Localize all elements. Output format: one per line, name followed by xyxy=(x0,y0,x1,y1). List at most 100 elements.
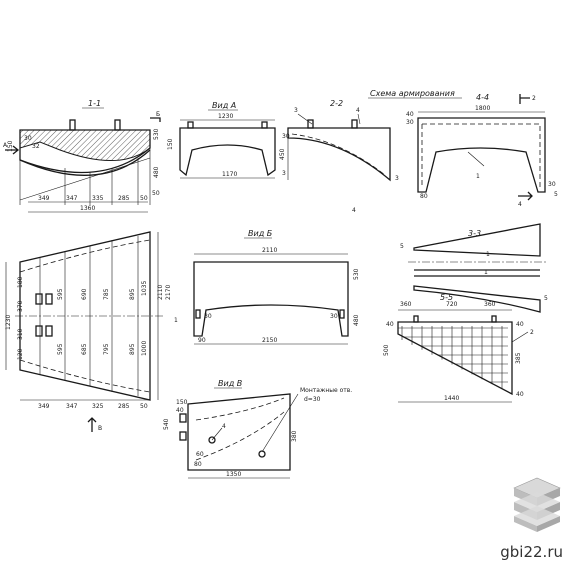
plan-dim-685: 685 xyxy=(81,343,88,355)
site-logo xyxy=(513,477,561,532)
section-2-2: 2-2 3 4 3 3 4 xyxy=(282,99,399,214)
scheme-title: Схема армирования xyxy=(370,89,455,98)
site-watermark: gbi22.ru xyxy=(500,543,563,561)
plan-dim-349: 349 xyxy=(38,403,50,410)
view-b-dim-480: 480 xyxy=(353,314,360,326)
view-a-dim-bottom: 1170 xyxy=(222,171,237,178)
view-a-dim-right-30: 30 xyxy=(282,133,290,140)
plan-dim-50: 50 xyxy=(140,403,148,410)
plan-dim-285: 285 xyxy=(118,403,130,410)
plan-dim-595: 595 xyxy=(57,288,64,300)
plan-dim-895: 895 xyxy=(129,288,136,300)
arrow-a-label: А xyxy=(3,142,8,149)
s55-dim-left-40: 40 xyxy=(386,321,394,328)
s33-mark-5: 5 xyxy=(400,243,404,250)
s55-dim-720: 720 xyxy=(446,301,458,308)
section-3-3: 3-3 1 1 5 5 xyxy=(400,223,548,313)
s55-reinforcement-grid xyxy=(398,326,508,390)
s33-mark-1b: 1 xyxy=(484,269,488,276)
s44-mark-4: 4 xyxy=(518,201,522,208)
section-4-4: Схема армирования 4-4 2 1800 40 30 30 80… xyxy=(368,89,558,208)
s44-mark-2: 2 xyxy=(532,95,536,102)
s22-mark-3c: 3 xyxy=(395,175,399,182)
s55-dim-left-500: 500 xyxy=(383,344,390,356)
plan-dim-325: 325 xyxy=(92,403,104,410)
view-v-dim-bottom: 1350 xyxy=(226,471,241,478)
s11-dim-50b: 50 xyxy=(152,190,160,197)
s55-dim-bottom: 1440 xyxy=(444,395,459,402)
view-b-title: Вид Б xyxy=(248,229,273,238)
plan-dim-2110: 2110 xyxy=(157,285,164,300)
view-a-dim-top: 1230 xyxy=(218,113,233,120)
s11-dim-349: 349 xyxy=(38,195,50,202)
section-4-4-title: 4-4 xyxy=(476,93,489,102)
view-v-dim-80: 80 xyxy=(194,461,202,468)
plan-dim-895b: 895 xyxy=(129,343,136,355)
view-b: Вид Б 2110 2150 90 30 30 530 480 xyxy=(193,229,360,345)
mount-holes-diameter: d=30 xyxy=(304,396,321,403)
view-v: Вид В 4 1350 150 40 540 380 60 80 Монтаж… xyxy=(163,379,352,479)
plan-view: 595 690 785 895 1035 595 685 795 895 100… xyxy=(5,231,178,432)
view-v-dim-380: 380 xyxy=(291,430,298,442)
s44-mark-5: 5 xyxy=(554,191,558,198)
view-b-dim-bottom: 2150 xyxy=(262,337,277,344)
view-v-dim-40: 40 xyxy=(176,407,184,414)
plan-dim-left-370: 370 xyxy=(17,300,24,312)
plan-dim-785: 785 xyxy=(103,288,110,300)
plan-dim-595b: 595 xyxy=(57,343,64,355)
section-2-2-title: 2-2 xyxy=(330,99,343,108)
plan-dim-690: 690 xyxy=(81,288,88,300)
s11-dim-285: 285 xyxy=(118,195,130,202)
s11-dim-530: 530 xyxy=(153,128,160,140)
view-b-dim-530: 530 xyxy=(353,268,360,280)
section-3-3-title: 3-3 xyxy=(468,229,481,238)
s55-dim-360a: 360 xyxy=(400,301,412,308)
s44-dim-top: 1800 xyxy=(475,105,490,112)
s44-dim-left-40: 40 xyxy=(406,111,414,118)
s11-dim-347: 347 xyxy=(66,195,78,202)
s44-mark-1: 1 xyxy=(476,173,480,180)
s44-dim-left-30: 30 xyxy=(406,119,414,126)
plan-dim-left-total: 1230 xyxy=(5,315,12,330)
view-b-dim-30a: 30 xyxy=(204,313,212,320)
s55-dim-right-40b: 40 xyxy=(516,391,524,398)
s22-mark-4: 4 xyxy=(356,107,360,114)
arrow-b-label: Б xyxy=(156,111,160,118)
view-a: Вид А 1230 1170 150 30 450 xyxy=(167,101,290,179)
s11-dim-left-150: 150 xyxy=(7,140,14,152)
s22-mark-3: 3 xyxy=(294,107,298,114)
plan-dim-795: 795 xyxy=(103,343,110,355)
view-v-dim-540: 540 xyxy=(163,418,170,430)
view-b-dim-30b: 30 xyxy=(330,313,338,320)
s11-dim-total: 1360 xyxy=(80,205,95,212)
plan-dim-1035: 1035 xyxy=(141,281,148,296)
view-b-dim-top: 2110 xyxy=(262,247,277,254)
s55-dim-right-385: 385 xyxy=(515,352,522,364)
s11-dim-small-30: 30 xyxy=(24,135,32,142)
s22-mark-4b: 4 xyxy=(352,207,356,214)
view-a-dim-right-450: 450 xyxy=(279,148,286,160)
plan-dim-1000: 1000 xyxy=(141,341,148,356)
section-1-1-title: 1-1 xyxy=(88,99,101,108)
plan-dim-left-120: 120 xyxy=(17,348,24,360)
view-a-dim-left: 150 xyxy=(167,138,174,150)
view-v-title: Вид В xyxy=(218,379,242,388)
s11-dim-small-32: 32 xyxy=(32,143,40,150)
mount-holes-label: Монтажные отв. xyxy=(300,387,352,394)
s55-dim-right-40: 40 xyxy=(516,321,524,328)
section-1-1: 1-1 349 347 335 285 50 1360 150 30 32 53… xyxy=(3,99,161,213)
plan-dim-2170: 2170 xyxy=(165,285,172,300)
view-v-dim-150: 150 xyxy=(176,399,188,406)
plan-mark-1: 1 xyxy=(174,317,178,324)
s11-dim-50: 50 xyxy=(140,195,148,202)
view-b-dim-left: 90 xyxy=(198,337,206,344)
view-v-mark-4: 4 xyxy=(222,423,226,430)
s11-dim-335: 335 xyxy=(92,195,104,202)
view-a-title: Вид А xyxy=(212,101,236,110)
s55-mark-2: 2 xyxy=(530,329,534,336)
plan-dim-left-180: 180 xyxy=(17,276,24,288)
s33-mark-1: 1 xyxy=(486,251,490,258)
s44-dim-right-30: 30 xyxy=(548,181,556,188)
plan-dim-347: 347 xyxy=(66,403,78,410)
